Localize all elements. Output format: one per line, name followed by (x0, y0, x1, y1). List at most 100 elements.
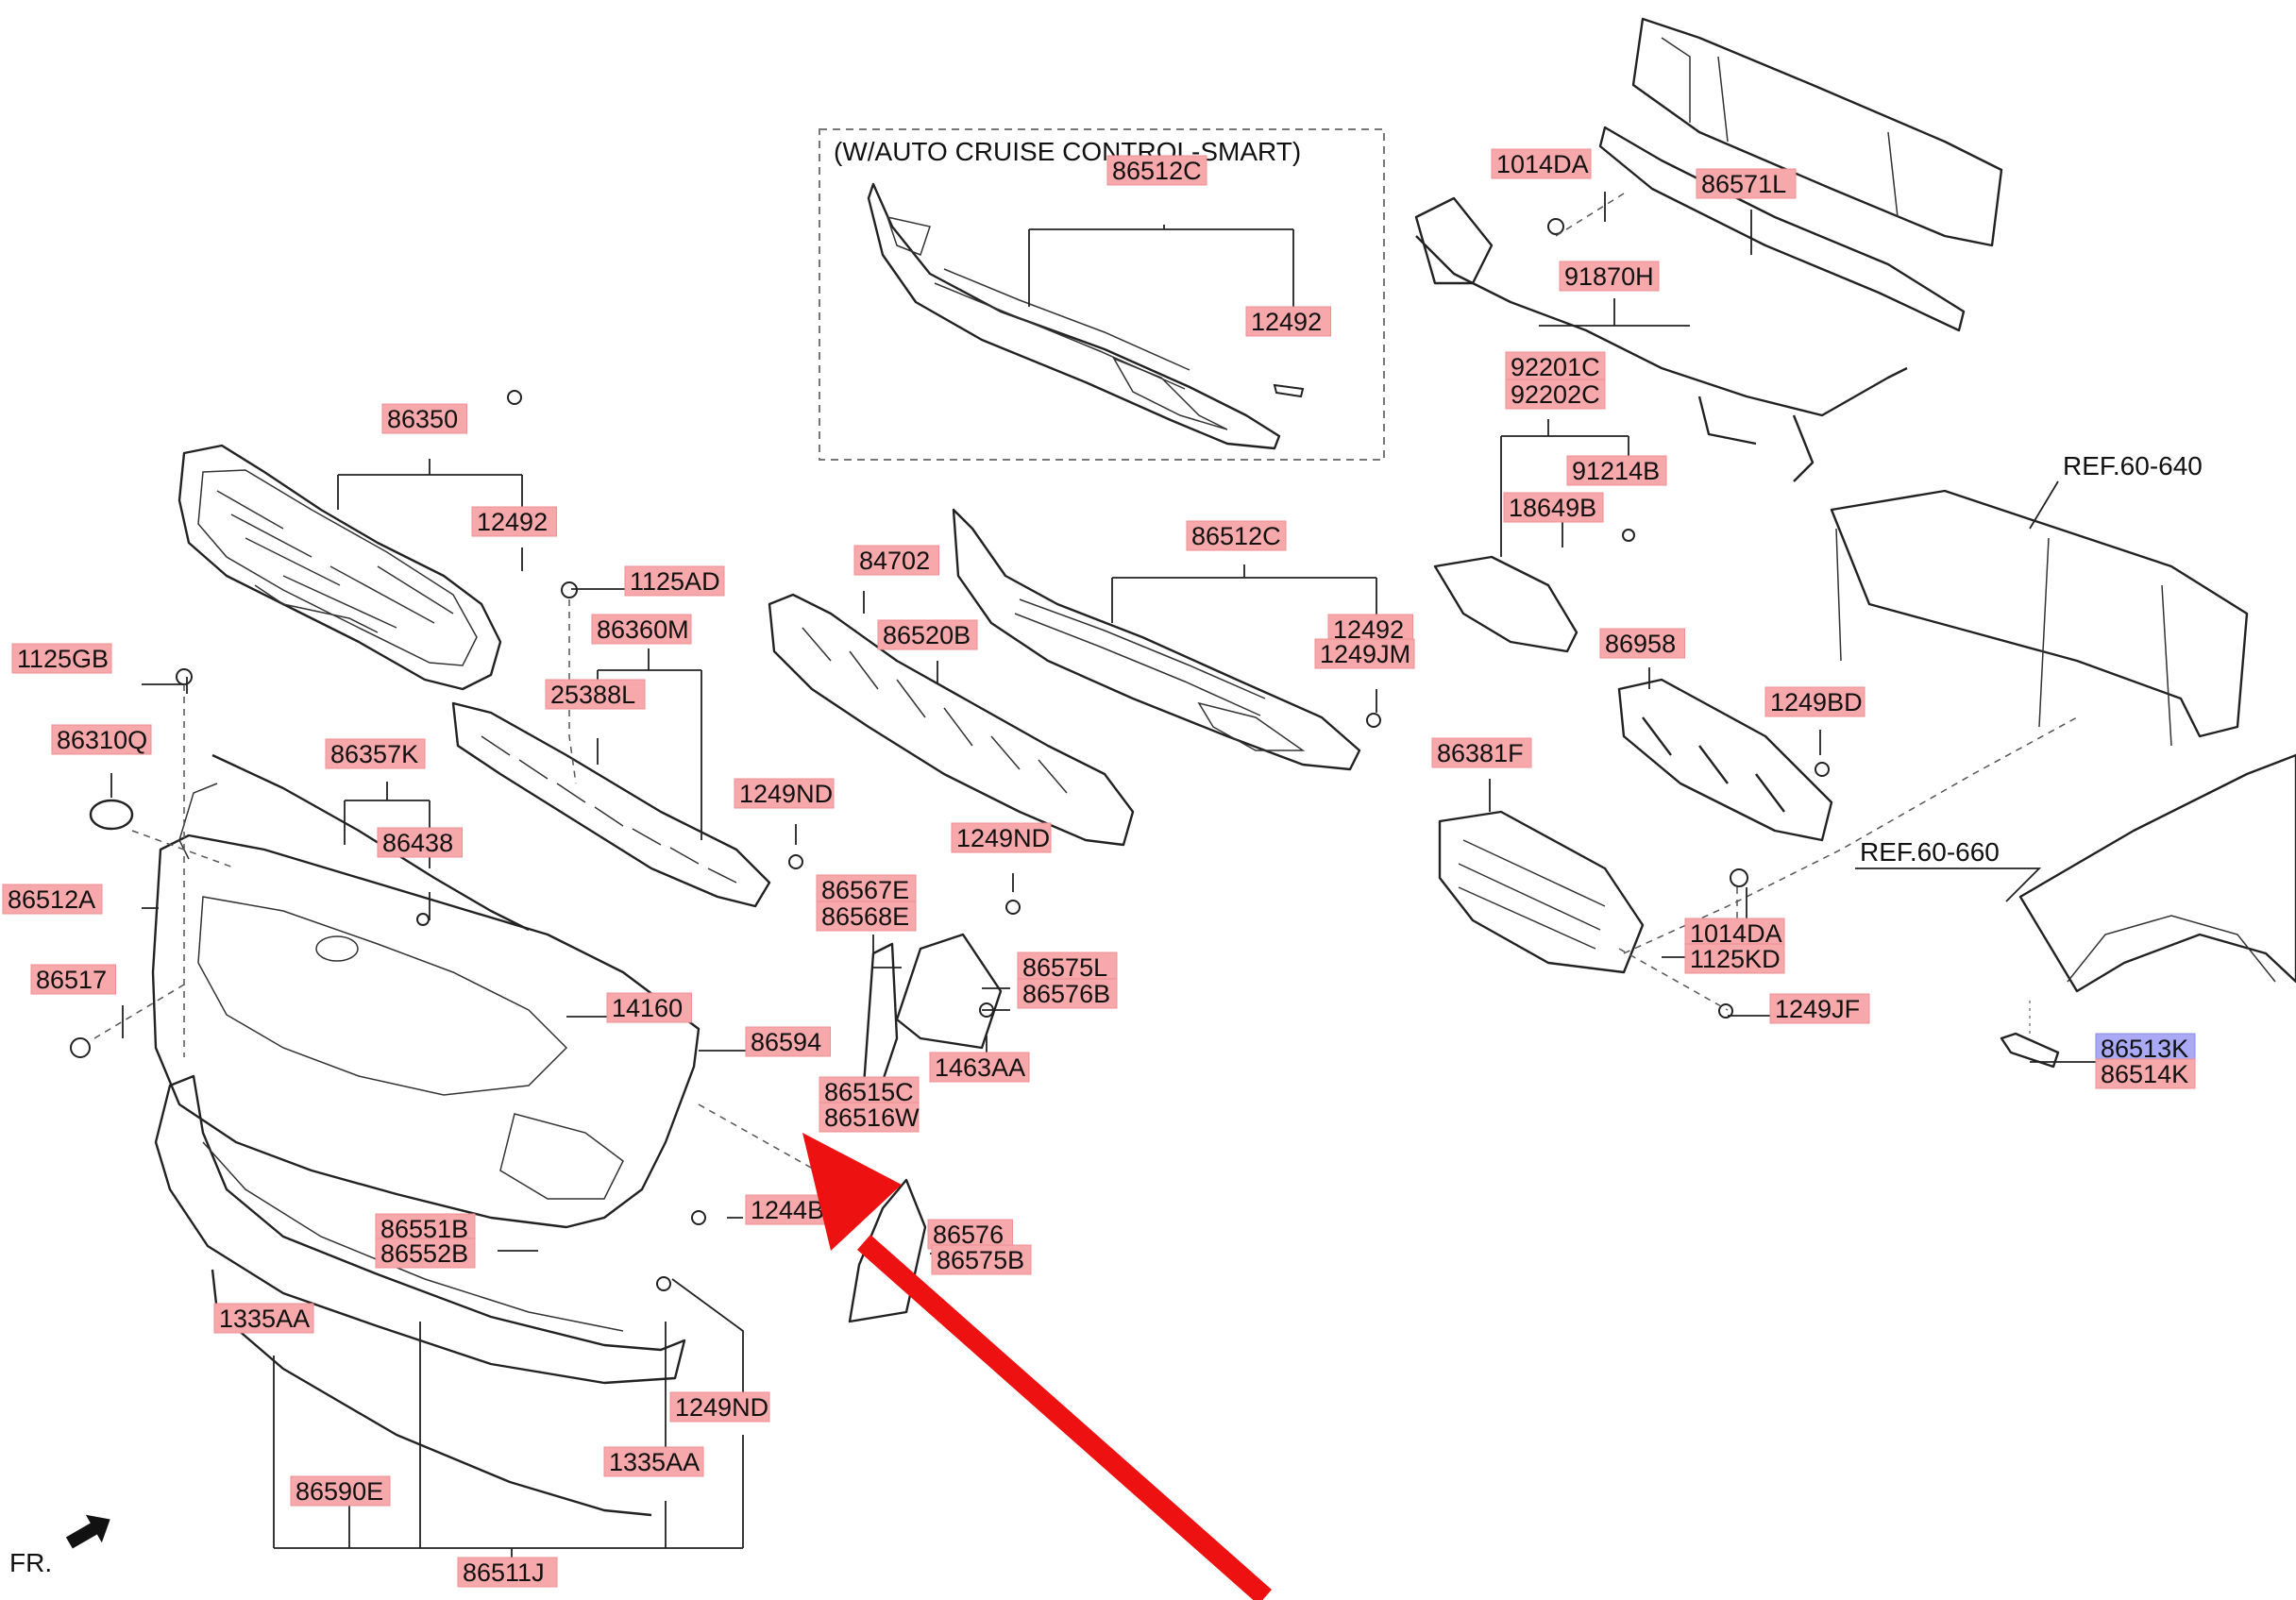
callout-86520b: 86520B (877, 619, 978, 650)
grille-mount (451, 701, 771, 908)
callout-text: 1125GB (17, 645, 109, 673)
callout-box (1314, 638, 1415, 669)
callout-text: 86958 (1605, 630, 1676, 658)
callout-86514k: 86514K (2095, 1058, 2196, 1089)
callout-box (2, 884, 103, 915)
callout-box (1106, 155, 1207, 186)
callout-text: 91870H (1564, 262, 1654, 291)
callout-86594: 86594 (745, 1026, 831, 1057)
callout-labels: 86512C1249286350124921125AD86360M25388L1… (2, 148, 2196, 1588)
callout-box (819, 1076, 920, 1107)
callout-box (51, 724, 152, 755)
radiator-support (1830, 489, 2249, 747)
molding-strip (211, 753, 530, 932)
callout-text: 86381F (1437, 739, 1524, 767)
callout-box (734, 778, 835, 809)
callout-box (1684, 943, 1785, 974)
callout-text: 86515C (824, 1078, 914, 1106)
harness-bracket (1414, 196, 1494, 285)
callout-text: 86514K (2101, 1060, 2188, 1088)
callout-86512c: 86512C (1106, 155, 1207, 186)
callout-1335aa: 1335AA (213, 1303, 314, 1334)
callout-text: 86512A (8, 885, 95, 914)
callout-86571l: 86571L (1696, 168, 1797, 199)
callout-91214b: 91214B (1566, 455, 1667, 486)
ref-label-1: REF.60-640 (2063, 451, 2203, 480)
callout-1125ad: 1125AD (624, 565, 725, 597)
callout-text: 86576B (1022, 980, 1110, 1008)
callout-box (1505, 351, 1606, 382)
callout-text: 1125AD (630, 567, 720, 596)
callout-box (1599, 628, 1685, 659)
callout-1249nd: 1249ND (734, 778, 835, 809)
callout-86381f: 86381F (1431, 737, 1532, 768)
callout-91870h: 91870H (1559, 261, 1660, 292)
callout-86513k: 86513K (2095, 1033, 2196, 1064)
upper-grille (177, 444, 502, 691)
callout-text: 86360M (597, 615, 689, 644)
callout-86357k: 86357K (325, 738, 426, 769)
callout-text: 1249JM (1320, 640, 1410, 668)
callout-text: 86568E (821, 902, 909, 931)
callout-86568e: 86568E (816, 901, 917, 932)
callout-text: 1463AA (935, 1053, 1025, 1082)
callout-box (457, 1557, 558, 1588)
callout-text: 86520B (883, 621, 971, 649)
callout-box (30, 964, 116, 995)
lower-grille (952, 508, 1361, 771)
lower-valance (154, 1074, 686, 1385)
callout-box (2095, 1058, 2196, 1089)
callout-box (1684, 918, 1785, 949)
callout-box (877, 619, 978, 650)
callout-text: 86513K (2101, 1035, 2188, 1063)
callout-12492: 12492 (1245, 306, 1331, 337)
callout-1125gb: 1125GB (11, 643, 112, 674)
inset-box (819, 128, 1385, 461)
callout-box (11, 643, 112, 674)
callout-1335aa: 1335AA (603, 1446, 704, 1477)
callout-box (545, 679, 646, 710)
callout-box (1559, 261, 1660, 292)
callout-box (1245, 306, 1331, 337)
callout-1463aa: 1463AA (929, 1052, 1030, 1083)
callout-1125kd: 1125KD (1684, 943, 1785, 974)
callout-box (819, 1102, 920, 1133)
side-cover (848, 1178, 927, 1323)
callout-text: 1249ND (739, 780, 833, 808)
callout-86552b: 86552B (375, 1238, 476, 1269)
callout-box (591, 614, 692, 645)
callout-1014da: 1014DA (1491, 148, 1592, 179)
callout-86438: 86438 (377, 827, 463, 858)
callout-text: 92201C (1511, 353, 1600, 381)
callout-box (745, 1026, 831, 1057)
callout-box (931, 1244, 1032, 1275)
callout-text: 86567E (821, 876, 909, 904)
callout-text: 1335AA (219, 1305, 310, 1333)
callout-text: 86511J (463, 1558, 545, 1587)
callout-92201c: 92201C (1505, 351, 1606, 382)
callout-box (213, 1303, 314, 1334)
callout-text: 86512C (1191, 522, 1281, 550)
callout-text: 1249JF (1775, 995, 1860, 1023)
callout-86958: 86958 (1599, 628, 1685, 659)
fender (2018, 753, 2296, 993)
beam-absorber (1598, 126, 1966, 332)
energy-absorber (768, 593, 1135, 847)
callout-18649b: 18649B (1503, 492, 1604, 523)
radar-unit (1438, 810, 1645, 974)
callout-text: 1014DA (1496, 150, 1589, 178)
callout-86310q: 86310Q (51, 724, 152, 755)
fr-label: FR. (9, 1548, 52, 1577)
callout-text: 1014DA (1690, 919, 1782, 948)
callout-25388l: 25388L (545, 679, 646, 710)
callout-box (375, 1238, 476, 1269)
callout-box (624, 565, 725, 597)
callout-92202c: 92202C (1505, 379, 1606, 410)
callout-box (929, 1052, 1030, 1083)
leader-lines (110, 192, 2105, 1567)
callout-text: 25388L (550, 681, 635, 709)
callout-box (1566, 455, 1667, 486)
callout-text: 86594 (751, 1028, 821, 1056)
callout-text: 86350 (387, 405, 458, 433)
